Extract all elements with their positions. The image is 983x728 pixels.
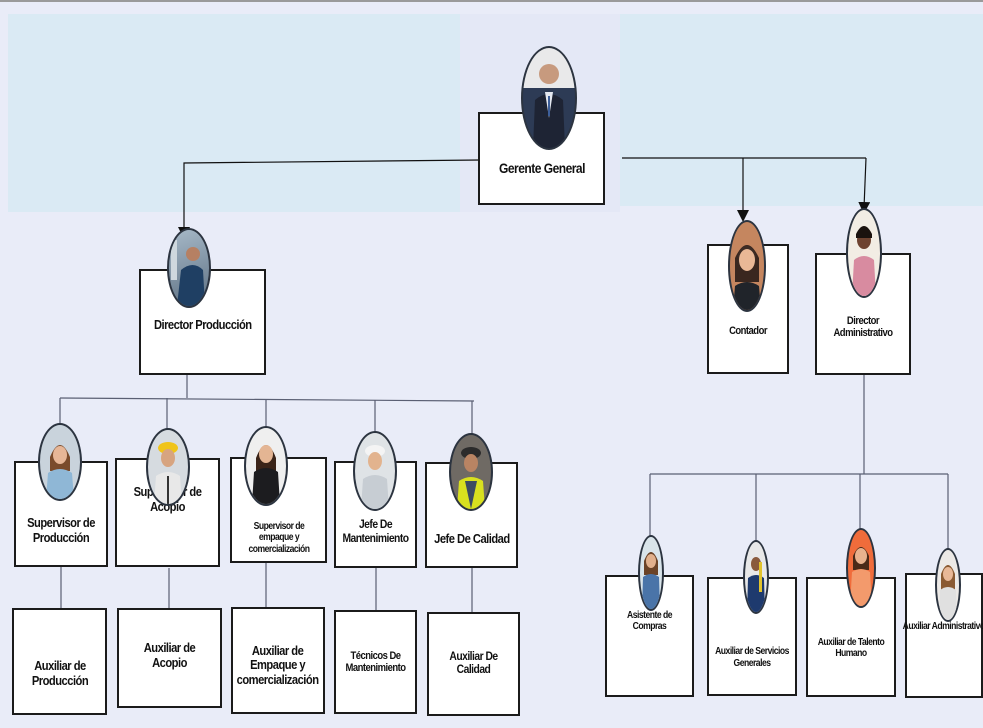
person-photo-avatar-icon — [244, 426, 288, 506]
node-tecnicos-mantenimiento-label: Técnicos De Mantenimiento — [345, 649, 406, 674]
node-auxiliar-acopio-label: Auxiliar de Acopio — [143, 640, 196, 670]
node-contador-label: Contador — [729, 324, 767, 337]
node-jefe-calidad-label: Jefe De Calidad — [433, 530, 510, 546]
person-photo-avatar-icon — [935, 548, 961, 622]
person-photo-avatar-icon — [521, 46, 577, 150]
connector-gerente-produccion — [178, 159, 481, 239]
connector-supervisors-bus — [59, 397, 475, 402]
person-photo-avatar-icon — [638, 535, 664, 611]
node-auxiliar-talento-label: Auxiliar de Talento Humano — [817, 636, 885, 659]
node-director-produccion[interactable]: Director Producción — [139, 269, 266, 375]
node-supervisor-produccion[interactable]: Supervisor de Producción — [14, 461, 108, 567]
person-photo-avatar-icon — [728, 220, 766, 312]
person-photo-avatar-icon — [846, 208, 882, 298]
node-tecnicos-mantenimiento[interactable]: Técnicos De Mantenimiento — [334, 610, 417, 714]
node-director-produccion-label: Director Producción — [153, 316, 252, 332]
person-photo-avatar-icon — [38, 423, 82, 501]
person-photo-avatar-icon — [353, 431, 397, 511]
connector-to-administrativo — [858, 157, 871, 214]
node-auxiliar-empaque-label: Auxiliar de Empaque y comercialización — [237, 642, 319, 687]
node-auxiliar-produccion-label: Auxiliar de Producción — [31, 657, 88, 688]
node-jefe-mantenimiento-label: Jefe De Mantenimiento — [342, 517, 409, 545]
node-director-administrativo-label: Director Administrativo — [833, 314, 893, 339]
node-auxiliar-empaque[interactable]: Auxiliar de Empaque y comercialización — [231, 607, 325, 714]
node-supervisor-empaque-label: Supervisor de empaque y comercialización — [247, 521, 310, 555]
node-auxiliar-produccion[interactable]: Auxiliar de Producción — [12, 608, 107, 715]
node-auxiliar-calidad[interactable]: Auxiliar De Calidad — [427, 612, 520, 716]
node-supervisor-produccion-label: Supervisor de Producción — [27, 515, 95, 545]
node-auxiliar-servicios-label: Auxiliar de Servicios Generales — [715, 646, 789, 669]
person-photo-avatar-icon — [146, 428, 190, 506]
node-auxiliar-administrativo-label: Auxiliar Administrativo — [903, 620, 983, 632]
node-auxiliar-calidad-label: Auxiliar De Calidad — [449, 648, 498, 676]
node-asistente-compras-label: Asistente de Compras — [627, 609, 672, 632]
top-border-line — [0, 0, 983, 2]
person-photo-avatar-icon — [167, 228, 211, 308]
person-photo-avatar-icon — [449, 433, 493, 511]
top-band-left — [8, 14, 460, 212]
top-band-right — [620, 14, 983, 206]
person-photo-avatar-icon — [743, 540, 769, 614]
node-auxiliar-acopio[interactable]: Auxiliar de Acopio — [117, 608, 222, 708]
node-gerente-general-label: Gerente General — [498, 159, 585, 176]
person-photo-avatar-icon — [846, 528, 876, 608]
